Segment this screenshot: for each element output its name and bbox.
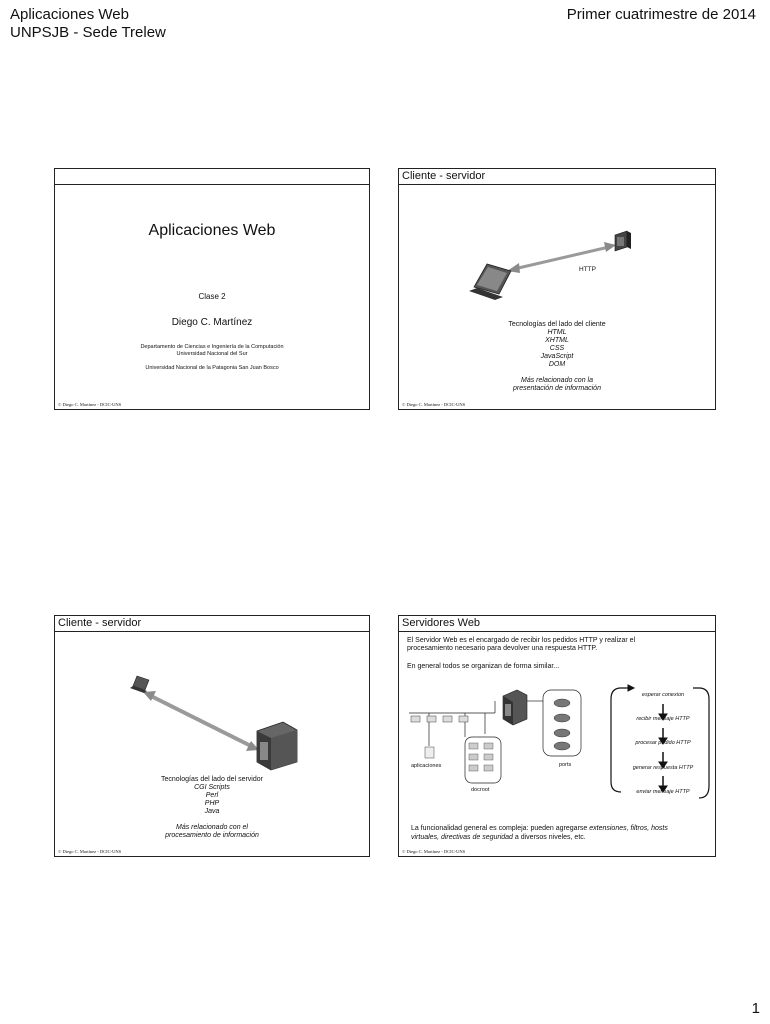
webserver-functionality-line2: virtuales, directivas de seguridad a div… [411,834,586,841]
ports-box [542,689,582,757]
client-note-line1: Más relacionado con la [521,377,593,384]
slide-3-footer: © Diego C. Martínez - DCIC-UNS [58,849,122,854]
slide-3-title: Cliente - servidor [55,616,369,632]
server-tech-cgi: CGI Scripts [194,784,230,791]
step-generate-response: generar respuesta HTTP [632,765,694,771]
server-note-line2: procesamiento de información [165,832,259,839]
client-tech-dom: DOM [548,361,566,368]
step-process-request: procesar pedido HTTP [635,740,691,746]
folder-icon [410,715,469,723]
docroot-label: docroot [471,787,490,793]
step-receive-message: recibir mensaje HTTP [636,716,690,722]
functionality-text: La funcionalidad general es compleja: pu… [411,825,590,832]
slide-1-footer: © Diego C. Martínez - DCIC-UNS [58,402,122,407]
functionality-extensions: extensiones, filtros, hosts [589,825,668,832]
server-icon [502,689,528,726]
client-tech-heading: Tecnologías del lado del cliente [508,321,606,328]
webserver-architecture-diagram [409,684,710,799]
webserver-functionality-line1: La funcionalidad general es compleja: pu… [411,825,668,832]
webserver-organization: En general todos se organizan de forma s… [407,663,560,670]
ports-label: ports [559,762,572,768]
double-arrow-icon [143,691,259,751]
slide-3: Cliente - servidor Tecnologías del lado … [54,615,370,857]
docroot-box [464,736,502,784]
slide-4-title: Servidores Web [399,616,715,632]
functionality-virtual-hosts: virtuales, directivas de seguridad [411,834,513,841]
client-note-line2: presentación de información [513,385,601,392]
client-tech-html: HTML [547,329,567,336]
slide-2-diagram [469,230,631,300]
step-wait-connection: esperar conexion [641,692,685,698]
header-institution: UNPSJB - Sede Trelew [10,24,166,41]
step-send-message: enviar mensaje HTTP [636,789,690,795]
slide-2-footer: © Diego C. Martínez - DCIC-UNS [402,402,466,407]
slide-1-dept: Departamento de Ciencias e Ingeniería de… [140,344,284,350]
slide-1-university: Universidad Nacional del Sur [176,351,248,357]
client-tech-css: CSS [549,345,565,352]
functionality-levels: a diversos niveles, etc. [512,834,586,841]
slide-1-title-bar [55,169,369,185]
double-arrow-icon [507,242,616,273]
cycle-arrows [610,684,710,799]
slide-3-diagram [130,675,298,771]
laptop-icon [469,263,512,300]
webserver-desc-line2: procesamiento necesario para devolver un… [407,645,598,652]
server-tech-heading: Tecnologías del lado del servidor [161,776,263,783]
server-tech-php: PHP [204,800,220,807]
client-tech-javascript: JavaScript [540,353,574,360]
header-course-title: Aplicaciones Web [10,6,129,23]
slide-4: Servidores Web El Servidor Web es el enc… [398,615,716,857]
server-icon [256,721,298,771]
slide-2-title: Cliente - servidor [399,169,715,185]
server-note-line1: Más relacionado con el [176,824,248,831]
server-icon [614,230,631,252]
document-icon [424,746,435,759]
slide-1-title: Aplicaciones Web [148,222,276,239]
webserver-desc-line1: El Servidor Web es el encargado de recib… [407,637,636,644]
aplicaciones-label: aplicaciones [411,763,442,769]
page-number: 1 [751,1000,760,1017]
slide-1-subtitle: Clase 2 [198,292,226,301]
slide-1-univ-patagonia: Universidad Nacional de la Patagonia San… [145,365,279,371]
client-tech-xhtml: XHTML [545,337,569,344]
slide-2: Cliente - servidor HTTP Tecnologías del … [398,168,716,410]
http-label: HTTP [579,266,596,273]
slide-1: Aplicaciones Web Clase 2 Diego C. Martín… [54,168,370,410]
server-tech-perl: Perl [205,792,219,799]
slide-4-footer: © Diego C. Martínez - DCIC-UNS [402,849,466,854]
slide-1-author: Diego C. Martínez [171,317,253,328]
laptop-icon [130,675,150,693]
header-term: Primer cuatrimestre de 2014 [566,6,756,23]
server-tech-java: Java [204,808,220,815]
